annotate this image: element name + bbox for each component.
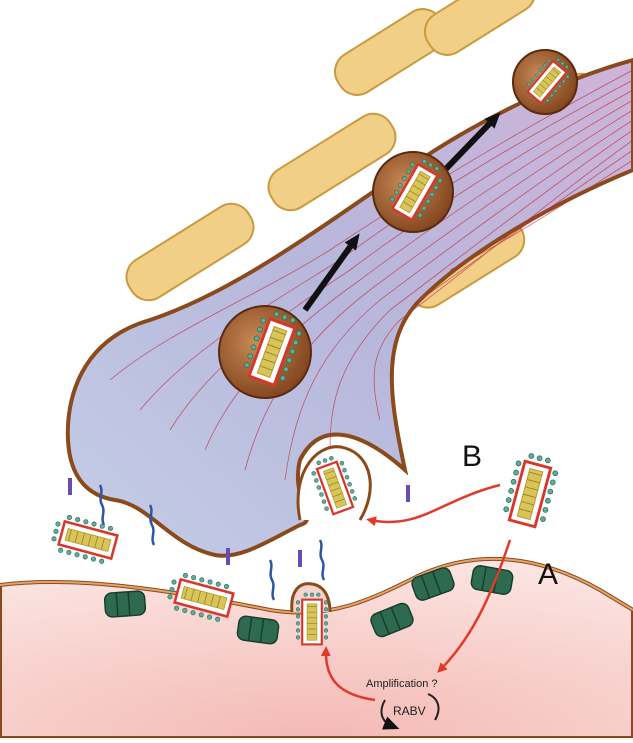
replication-cycle-icon [380,693,440,730]
retrograde-transport-arrows [302,112,501,312]
virion-cleft-left [47,511,121,567]
endosome-vesicle-large [218,305,312,399]
endosome-vesicle-medium [372,151,454,233]
virion-free [499,448,563,531]
label-pathway-b: B [462,440,483,473]
nicotinic-receptors [103,565,514,645]
label-rabv: RABV [393,704,426,718]
label-amplification: Amplification ? [366,678,438,690]
label-pathway-a: A [538,558,559,591]
presynaptic-receptors [98,484,326,601]
pathway-arrows [320,483,512,702]
endosome-vesicle-small [512,49,578,115]
nerve-terminal [65,57,633,558]
